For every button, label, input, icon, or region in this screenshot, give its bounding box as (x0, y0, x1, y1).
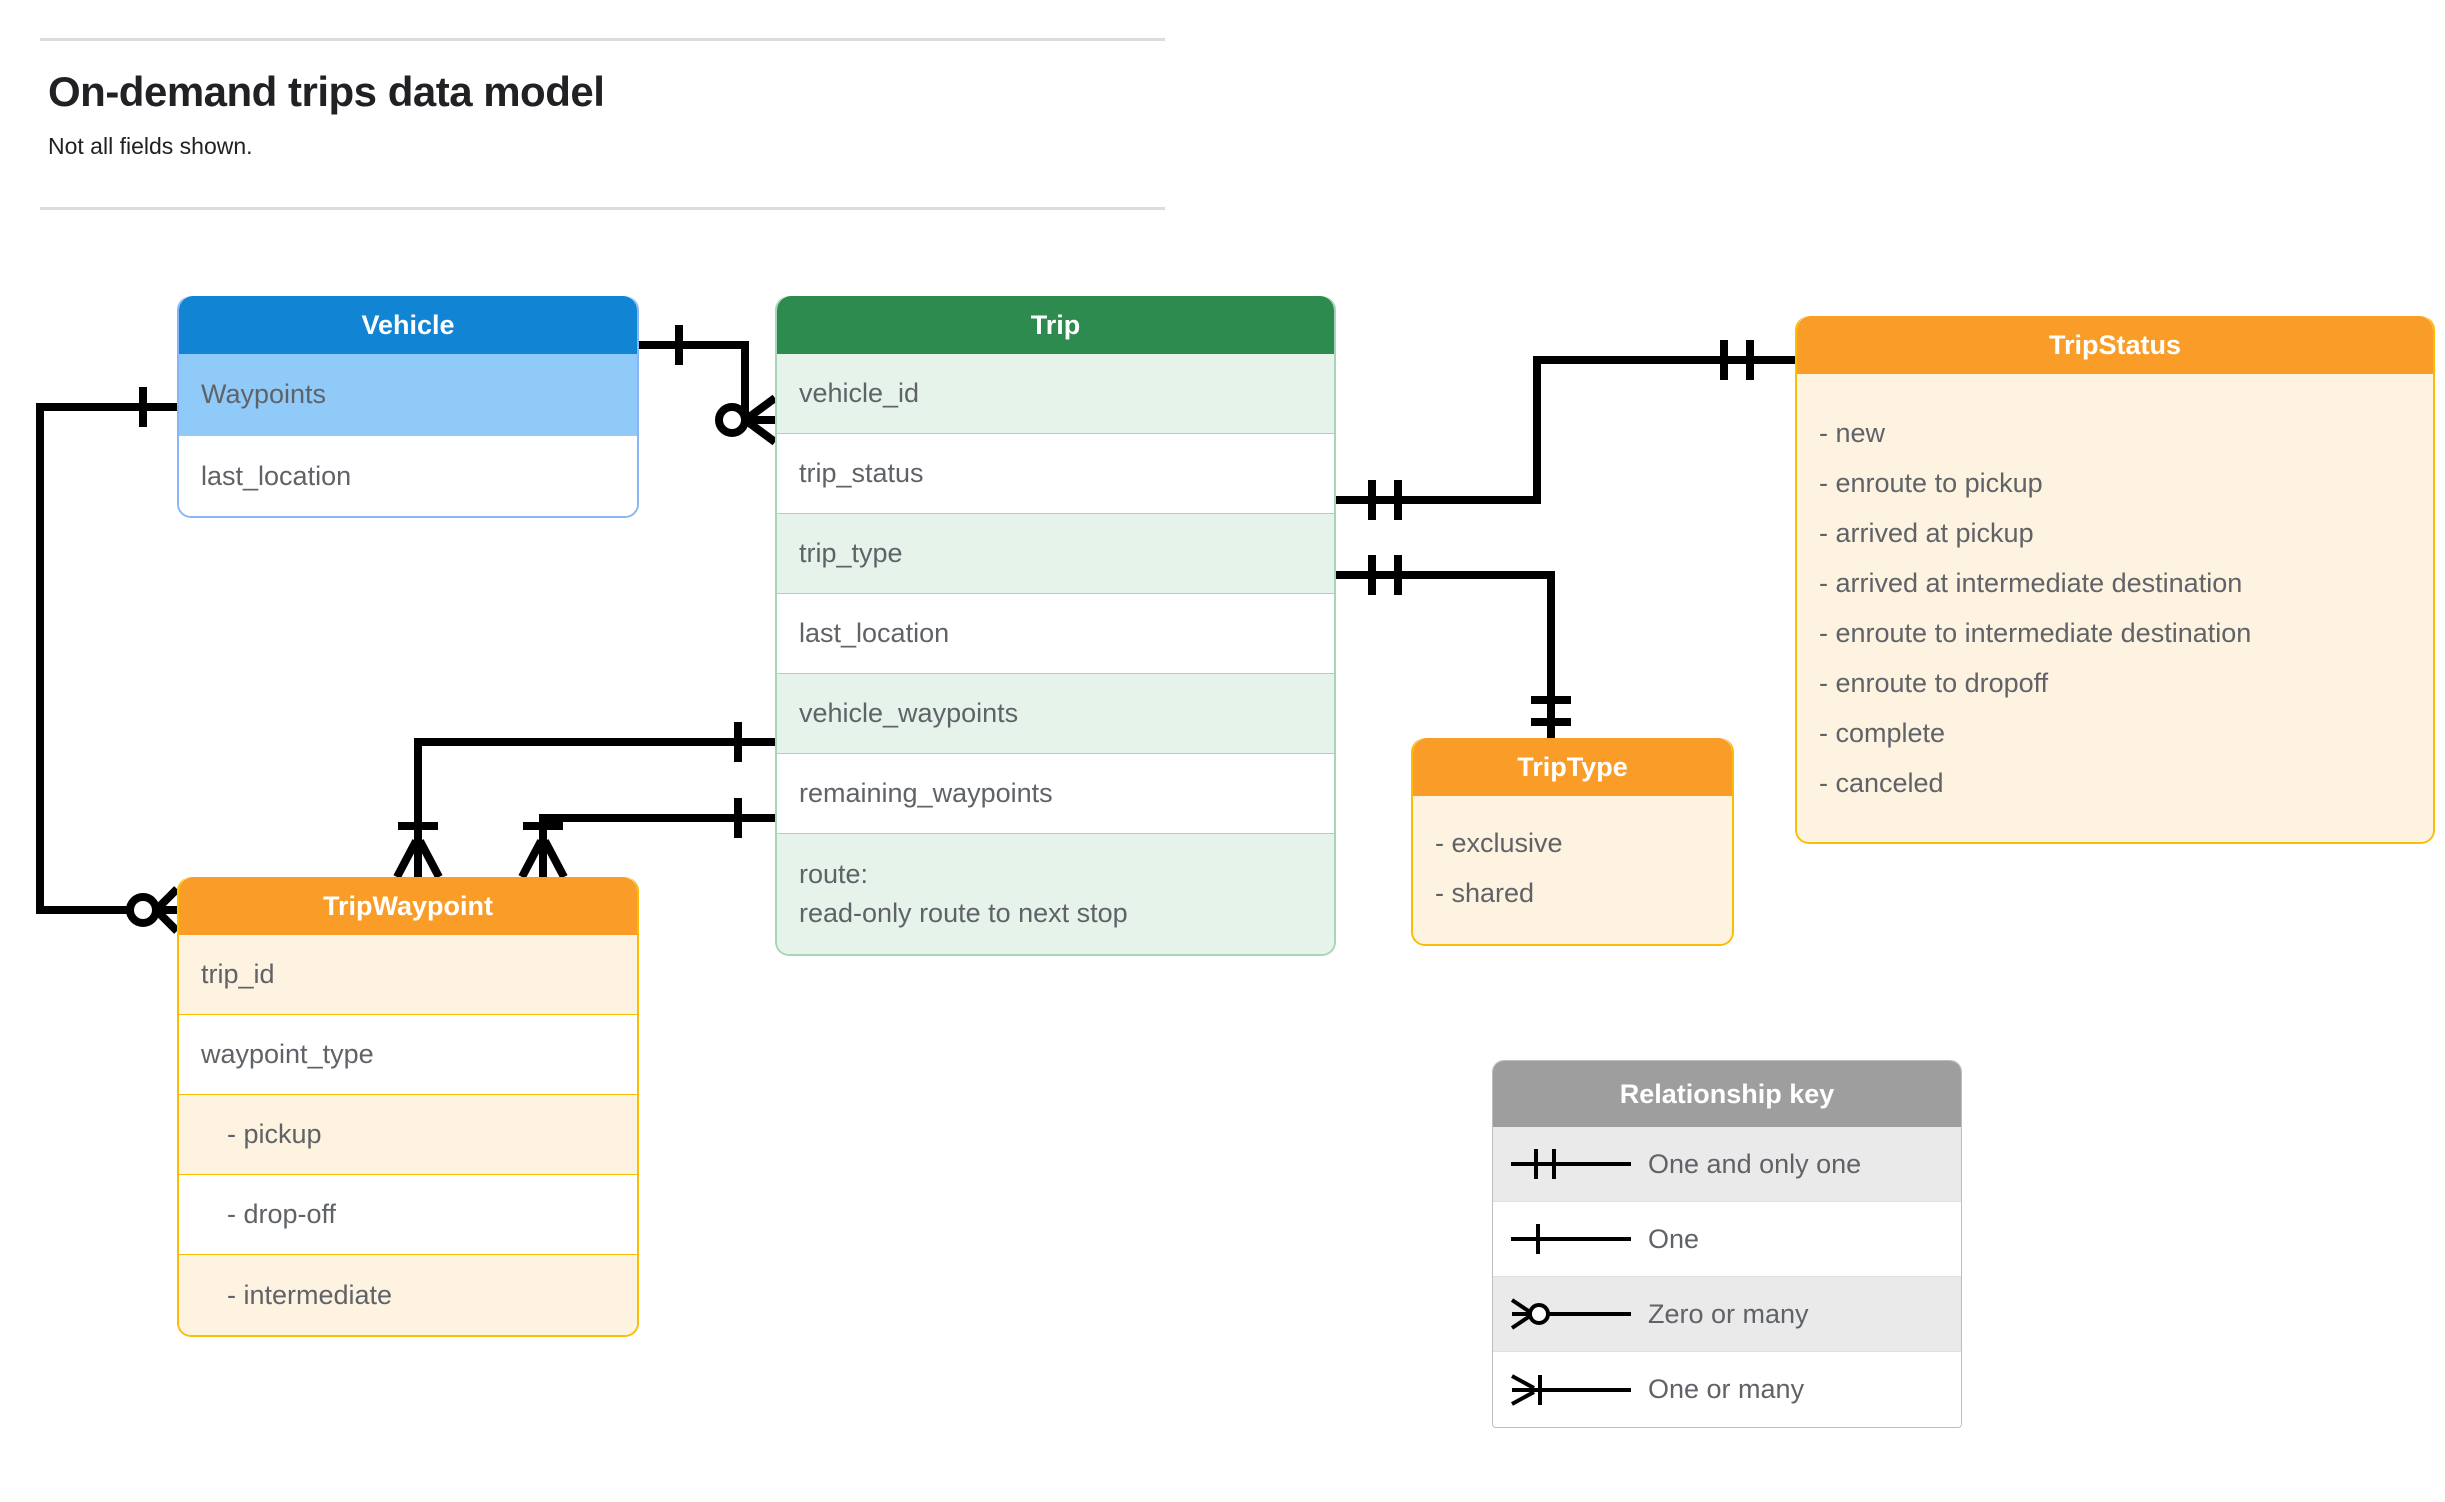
entity-trip[interactable]: Trip vehicle_id trip_status trip_type la… (775, 296, 1336, 956)
enum-value: - shared (1435, 878, 1535, 908)
field-tripwaypoint-waypoint-type[interactable]: waypoint_type (179, 1015, 637, 1095)
legend-row-one-or-many: One or many (1493, 1352, 1961, 1427)
enum-value-intermediate: - intermediate (179, 1255, 637, 1335)
one-or-many-icon (1493, 1367, 1648, 1413)
cardinality-zero-circle (126, 893, 160, 927)
relationship-key-legend[interactable]: Relationship key One and only one One (1492, 1060, 1962, 1428)
zero-or-many-icon (1493, 1291, 1648, 1337)
enum-value: - enroute to intermediate destination (1819, 618, 2252, 648)
field-trip-route-label: route: (799, 858, 869, 889)
field-trip-vehicle-waypoints[interactable]: vehicle_waypoints (777, 674, 1334, 754)
cardinality-zero-circle (715, 403, 749, 437)
cardinality-crowsfoot (393, 838, 443, 879)
entity-trip-status-values: - new - enroute to pickup - arrived at p… (1797, 374, 2433, 842)
enum-value: - enroute to dropoff (1819, 668, 2049, 698)
connector-trip-status (1336, 356, 1795, 504)
field-trip-trip-status[interactable]: trip_status (777, 434, 1334, 514)
field-trip-route[interactable]: route: read-only route to next stop (777, 834, 1334, 954)
enum-value-pickup: - pickup (179, 1095, 637, 1175)
enum-value: - exclusive (1435, 828, 1563, 858)
legend-title: Relationship key (1493, 1061, 1961, 1127)
entity-trip-waypoint[interactable]: TripWaypoint trip_id waypoint_type - pic… (177, 877, 639, 1337)
legend-label: One and only one (1648, 1148, 1862, 1179)
entity-trip-status-title: TripStatus (1797, 316, 2433, 374)
cardinality-crowsfoot (155, 886, 180, 934)
legend-row-one-and-only-one: One and only one (1493, 1127, 1961, 1202)
connector-remaining-waypoints (539, 814, 775, 877)
header-divider-top (40, 38, 1165, 41)
field-vehicle-waypoints[interactable]: Waypoints (179, 354, 637, 436)
legend-row-zero-or-many: Zero or many (1493, 1277, 1961, 1352)
enum-value: - arrived at pickup (1819, 518, 2034, 548)
enum-value: - complete (1819, 718, 1946, 748)
entity-trip-title: Trip (777, 296, 1334, 354)
page-title: On-demand trips data model (48, 68, 605, 115)
entity-trip-status[interactable]: TripStatus - new - enroute to pickup - a… (1795, 316, 2435, 844)
enum-value: - enroute to pickup (1819, 468, 2043, 498)
legend-label: Zero or many (1648, 1298, 1809, 1329)
one-icon (1493, 1216, 1648, 1262)
cardinality-crowsfoot (745, 394, 778, 446)
enum-value-dropoff: - drop-off (179, 1175, 637, 1255)
legend-label: One (1648, 1223, 1700, 1254)
entity-trip-waypoint-title: TripWaypoint (179, 877, 637, 935)
entity-trip-type-values: - exclusive - shared (1413, 796, 1732, 944)
entity-vehicle[interactable]: Vehicle Waypoints last_location (177, 296, 639, 518)
field-trip-route-description: read-only route to next stop (799, 898, 1128, 928)
connector-vehicle-waypoints-to-tripwaypoint (36, 403, 177, 914)
field-tripwaypoint-trip-id[interactable]: trip_id (179, 935, 637, 1015)
legend-label: One or many (1648, 1374, 1805, 1404)
cardinality-crowsfoot (518, 838, 568, 879)
field-trip-trip-type[interactable]: trip_type (777, 514, 1334, 594)
page-subtitle: Not all fields shown. (48, 133, 253, 159)
legend-row-one: One (1493, 1202, 1961, 1277)
field-trip-remaining-waypoints[interactable]: remaining_waypoints (777, 754, 1334, 834)
entity-trip-type-title: TripType (1413, 738, 1732, 796)
enum-value: - canceled (1819, 768, 1944, 798)
enum-value: - arrived at intermediate destination (1819, 568, 2243, 598)
field-trip-vehicle-id[interactable]: vehicle_id (777, 354, 1334, 434)
enum-value: - new (1819, 418, 1886, 448)
one-and-only-one-icon (1493, 1141, 1648, 1187)
connector-trip-type (1336, 571, 1555, 740)
connector-vehicle-waypoints (414, 738, 775, 877)
entity-vehicle-title: Vehicle (179, 296, 637, 354)
field-trip-last-location[interactable]: last_location (777, 594, 1334, 674)
field-vehicle-last-location[interactable]: last_location (179, 436, 637, 516)
entity-trip-type[interactable]: TripType - exclusive - shared (1411, 738, 1734, 946)
connector-vehicle-to-trip (639, 341, 770, 424)
header-divider-bottom (40, 207, 1165, 210)
